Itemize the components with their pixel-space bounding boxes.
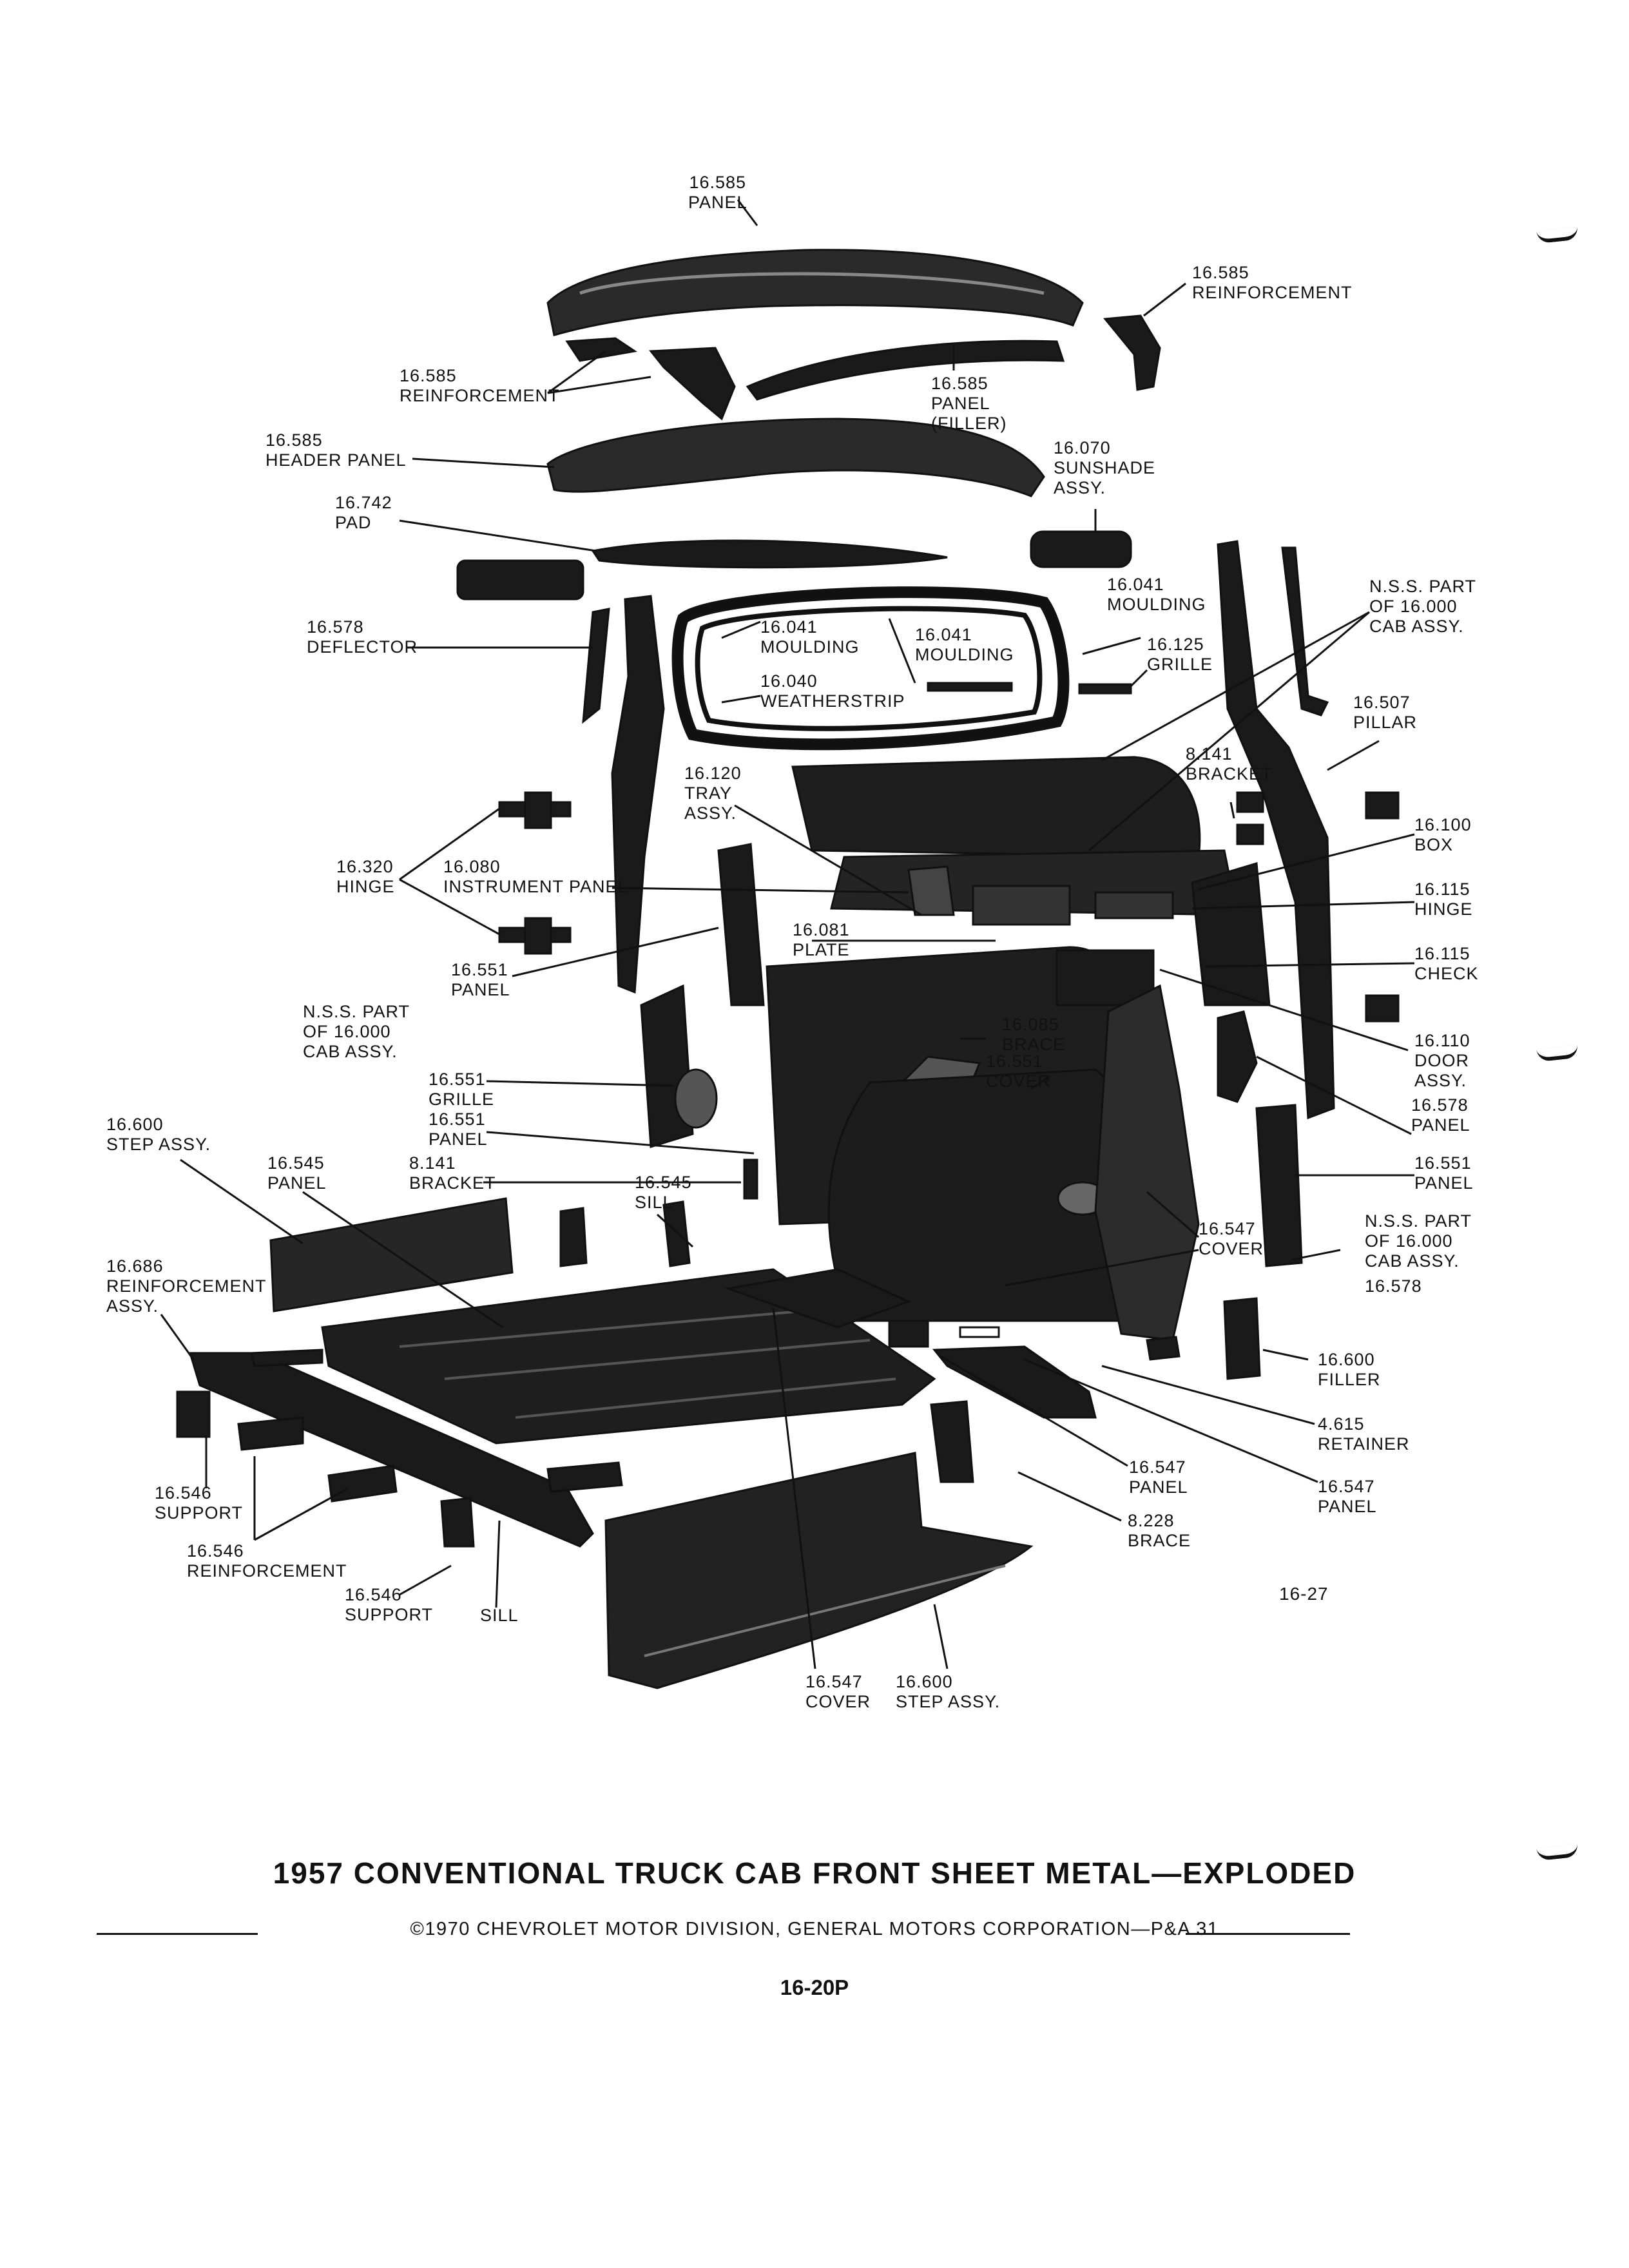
rule-right <box>1186 1933 1350 1935</box>
roof-reinforcement-left-part <box>648 347 736 421</box>
a-pillar-left-part <box>611 595 665 994</box>
copyright-line: ©1970 CHEVROLET MOTOR DIVISION, GENERAL … <box>410 1919 1219 1939</box>
filler-16600-part <box>1223 1297 1261 1380</box>
panel-16551-right-part <box>1255 1104 1303 1267</box>
deflector-part <box>582 608 610 724</box>
page-title: 1957 CONVENTIONAL TRUCK CAB FRONT SHEET … <box>273 1856 1356 1890</box>
grille-16551-part <box>674 1068 718 1129</box>
sill-16545-part <box>662 1200 691 1267</box>
pad-part <box>591 539 948 569</box>
page-code: 16-20P <box>780 1975 849 1999</box>
cowl-panel-left-part <box>717 843 765 1006</box>
label-sill-bottom: SILL <box>480 1606 519 1625</box>
windshield-moulding-part <box>671 586 1070 751</box>
header-panel-part <box>546 418 1045 497</box>
door-assembly-part <box>1094 984 1200 1341</box>
panel-16578-part <box>1217 1010 1258 1103</box>
roof-reinforcement-right-part <box>1103 314 1161 391</box>
pillar-16507-part <box>1217 540 1335 1120</box>
rule-left <box>97 1933 258 1935</box>
sunshade-left-part <box>456 559 584 601</box>
filler-panel-part <box>746 340 1065 401</box>
reinf-16546-part <box>237 1416 304 1451</box>
support-16546-a-part <box>176 1390 211 1438</box>
cover-16547-part <box>724 1268 911 1329</box>
sunshade-right-part <box>1030 530 1132 568</box>
retainer-part <box>1146 1336 1181 1361</box>
brace-8228-part <box>930 1400 974 1483</box>
step-assy-left-part <box>269 1197 514 1312</box>
support-16546-b-part <box>440 1497 475 1548</box>
step-assy-bottom-part <box>604 1452 1034 1689</box>
roof-panel-part <box>546 249 1084 336</box>
figure-number: 16-27 <box>1279 1584 1329 1604</box>
panel-16547-a-part <box>932 1345 1097 1419</box>
